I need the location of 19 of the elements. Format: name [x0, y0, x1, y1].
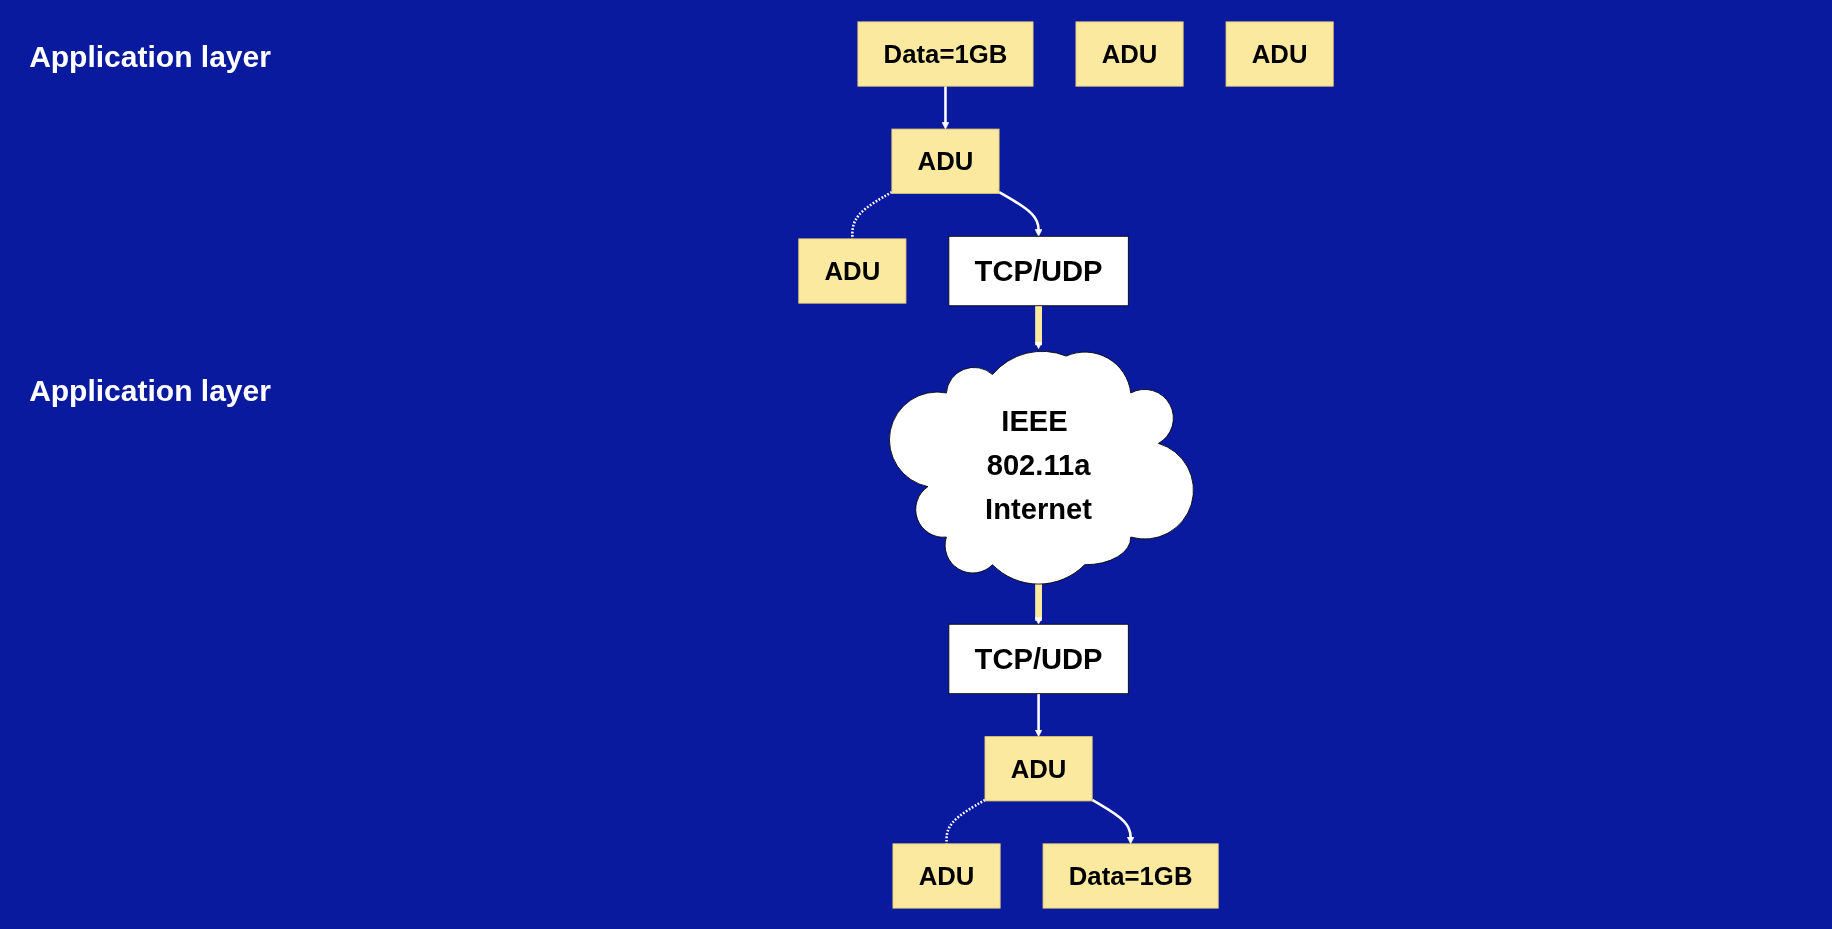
node-box: TCP/UDP: [948, 235, 1129, 306]
arrow: [1034, 305, 1043, 349]
node-box: Data=1GB: [857, 20, 1034, 87]
layer-label: Application layer: [28, 374, 272, 408]
node-box: TCP/UDP: [948, 623, 1129, 694]
connector: [945, 798, 986, 844]
arrow: [941, 85, 950, 129]
layer-label: Application layer: [28, 40, 272, 74]
arrow: [1091, 798, 1135, 844]
arrow: [1034, 693, 1043, 737]
node-box: ADU: [984, 735, 1093, 801]
node-box: ADU: [798, 237, 907, 304]
node-box: ADU: [892, 842, 1001, 909]
node-box: ADU: [1225, 20, 1334, 87]
node-box: Data=1GB: [1042, 842, 1219, 909]
connector: [851, 190, 893, 239]
arrow: [998, 190, 1043, 237]
node-box: ADU: [1075, 20, 1184, 87]
node-box: ADU: [891, 128, 1000, 194]
